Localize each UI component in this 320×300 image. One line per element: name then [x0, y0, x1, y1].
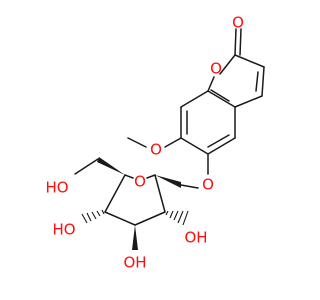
hydroxymethyl-oh-label: HO	[45, 179, 68, 197]
bond-c5p-c4p	[104, 174, 126, 213]
hydroxyl-c3-label: OH	[123, 254, 146, 272]
bond-c4a-c8a-inner	[210, 89, 230, 102]
sugar-ring-oxygen-label: O	[134, 173, 146, 191]
bond-c6-c5-inner	[207, 134, 230, 148]
hydroxymethyl-group	[74, 158, 99, 175]
bond-c3-c4-inner	[255, 71, 259, 92]
atom-labels: O O O O O HO HO OH OH	[45, 14, 243, 272]
coumarin-core	[180, 28, 265, 155]
bond-o-methoxy-ch3	[127, 137, 147, 148]
bond-o5p-c5p	[124, 174, 134, 179]
bond-c1p-o5p	[146, 174, 156, 179]
methoxy-group	[127, 137, 182, 148]
hydroxyl-c2-label: OH	[184, 229, 207, 247]
bond-c2-o-carbonyl-1	[234, 28, 237, 56]
bond-c4-c4a	[234, 95, 263, 108]
wedge-bond-c3p-oh	[132, 225, 138, 250]
bond-c6-c5	[207, 137, 236, 155]
stereo-bonds	[81, 157, 189, 250]
bond-o-glycosidic-c1p	[180, 184, 199, 189]
bond-c4p-c3p	[104, 211, 136, 226]
molecule-structure: O O O O O HO HO OH OH	[45, 14, 265, 272]
hashed-bond-c4p-oh	[81, 209, 105, 224]
glycosidic-oxygen-label: O	[202, 176, 214, 194]
bond-c4a-c8a	[207, 90, 236, 108]
bond-c8a-o1	[207, 76, 215, 92]
bond-c2-c3	[234, 54, 265, 68]
wedge-bond-c5p-c6p	[97, 157, 125, 175]
bond-c2p-c1p	[154, 174, 166, 213]
glucose-ring	[104, 174, 166, 226]
bond-c6p-o	[74, 158, 99, 175]
glycosidic-linkage	[180, 153, 209, 189]
wedge-bond-c1p-o	[155, 175, 181, 188]
bond-o1-c2	[219, 54, 236, 75]
bond-c7-c6	[180, 137, 209, 155]
bond-c7-o-methoxy	[164, 137, 182, 148]
hashed-bond-c2p-oh	[165, 210, 189, 226]
methoxy-oxygen-label: O	[150, 141, 162, 159]
bond-c3p-c2p	[134, 211, 166, 226]
bond-c2-o-carbonyl-2	[239, 28, 242, 56]
bond-c8a-c8	[180, 90, 209, 108]
hydroxyl-c4-label: HO	[52, 221, 75, 239]
ring-oxygen-label: O	[210, 60, 222, 78]
carbonyl-oxygen-label: O	[232, 14, 244, 32]
bond-c3-c4	[261, 66, 265, 97]
